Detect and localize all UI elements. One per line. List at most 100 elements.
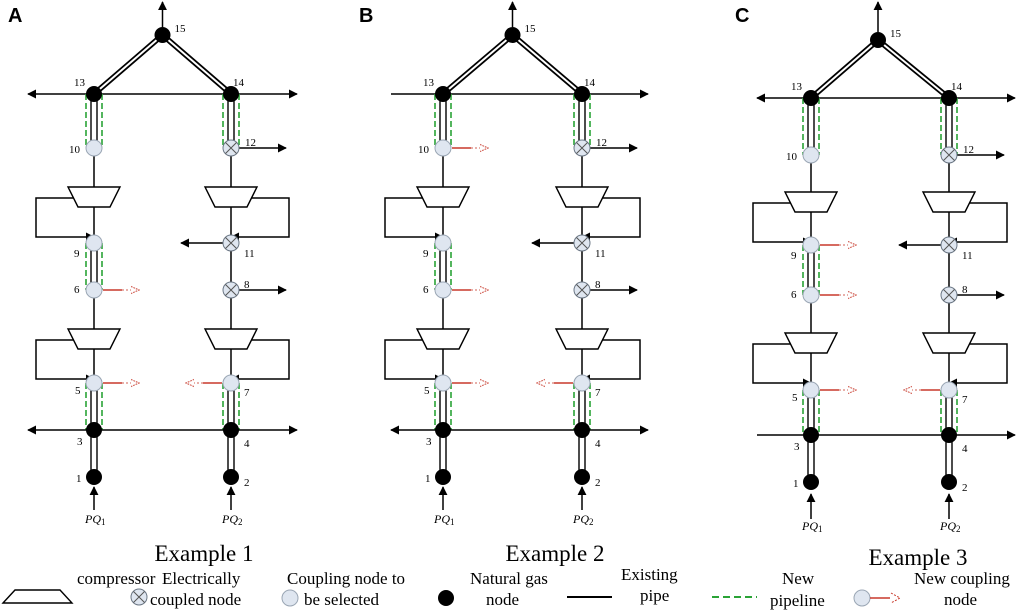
node-label-11: 11 xyxy=(244,248,255,260)
node-label-13: 13 xyxy=(74,77,86,89)
natural-gas-node-2 xyxy=(574,469,590,485)
legend-coupling-line1: Coupling node to xyxy=(287,569,405,588)
example-2-title: Example 2 xyxy=(506,541,605,566)
coupling-node-6 xyxy=(85,281,103,299)
node-label-14: 14 xyxy=(584,77,596,89)
coupling-node-10 xyxy=(802,146,820,164)
pq-subscript-2: 2 xyxy=(956,524,961,534)
node-label-6: 6 xyxy=(74,284,80,296)
legend-existing-line1: Existing xyxy=(621,565,678,584)
node-label-10: 10 xyxy=(69,144,81,156)
node-label-14: 14 xyxy=(233,77,245,89)
compressor-3 xyxy=(415,328,471,350)
compressor-3-bypass xyxy=(35,339,95,384)
node-label-7: 7 xyxy=(962,394,968,406)
pipe-13-15-inner xyxy=(93,34,164,95)
node-label-13: 13 xyxy=(423,77,435,89)
legend: compressor Electrically coupled node Cou… xyxy=(1,565,1010,610)
natural-gas-node-3 xyxy=(435,422,451,438)
natural-gas-node-4 xyxy=(941,427,957,443)
natural-gas-node-14 xyxy=(223,86,239,102)
natural-gas-node-1 xyxy=(435,469,451,485)
natural-gas-node-15 xyxy=(154,27,171,43)
coupling-node-7 xyxy=(573,374,591,392)
node-label-8: 8 xyxy=(962,284,968,296)
compressor-2 xyxy=(921,191,977,213)
compressor-1 xyxy=(415,186,471,208)
compressor-3-bypass xyxy=(384,339,444,384)
node-label-12: 12 xyxy=(596,137,607,149)
node-label-3: 3 xyxy=(77,436,83,448)
node-label-15: 15 xyxy=(525,23,537,35)
natural-gas-node-14 xyxy=(574,86,590,102)
electrically-coupled-node-11-cross xyxy=(943,239,955,251)
compressor-4-bypass xyxy=(230,339,290,384)
coupling-node-9 xyxy=(802,236,820,254)
node-label-2: 2 xyxy=(595,477,601,489)
legend-new-coupling-line2: node xyxy=(944,590,977,609)
natural-gas-node-14 xyxy=(941,90,957,106)
node-label-14: 14 xyxy=(951,81,963,93)
legend-electrically-line1: Electrically xyxy=(162,569,241,588)
example-3-title: Example 3 xyxy=(869,545,968,570)
compressor-1 xyxy=(783,191,839,213)
node-label-7: 7 xyxy=(244,387,250,399)
electrically-coupled-node-11-cross xyxy=(225,237,237,249)
node-label-5: 5 xyxy=(75,385,81,397)
pq-label-1: PQ1 xyxy=(433,512,455,527)
node-label-12: 12 xyxy=(963,144,974,156)
compressor-2-bypass xyxy=(230,197,290,242)
node-label-8: 8 xyxy=(244,279,250,291)
natural-gas-node-1 xyxy=(86,469,102,485)
natural-gas-node-15 xyxy=(504,27,521,43)
compressor-2-bypass xyxy=(948,202,1008,247)
compressor-4 xyxy=(554,328,610,350)
legend-compressor: compressor xyxy=(77,569,156,588)
pipe-14-15-inner xyxy=(877,39,950,99)
compressor-4 xyxy=(203,328,259,350)
node-label-1: 1 xyxy=(425,473,431,485)
coupling-node-10 xyxy=(434,139,452,157)
node-label-3: 3 xyxy=(426,436,432,448)
pipe-14-15-inner xyxy=(511,34,583,95)
compressor-2 xyxy=(554,186,610,208)
compressor-2-bypass xyxy=(581,197,641,242)
node-label-9: 9 xyxy=(791,250,797,262)
natural-gas-node-4 xyxy=(574,422,590,438)
electrically-coupled-legend-icon xyxy=(130,588,148,606)
natural-gas-node-2 xyxy=(941,474,957,490)
node-label-8: 8 xyxy=(595,279,601,291)
coupling-node-legend-icon xyxy=(281,589,299,607)
natural-gas-node-13 xyxy=(86,86,102,102)
natural-gas-node-13 xyxy=(803,90,819,106)
legend-natural-gas-line2: node xyxy=(486,590,519,609)
pipe-14-15-inner xyxy=(161,34,232,95)
legend-new-pipeline-line2: pipeline xyxy=(770,591,825,610)
natural-gas-node-15 xyxy=(870,32,886,48)
pq-subscript-1: 1 xyxy=(818,524,823,534)
natural-gas-node-4 xyxy=(223,422,239,438)
node-label-15: 15 xyxy=(175,23,187,35)
example-1-title: Example 1 xyxy=(155,541,254,566)
node-label-10: 10 xyxy=(418,144,430,156)
pq-subscript-2: 2 xyxy=(589,517,594,527)
node-label-1: 1 xyxy=(793,478,799,490)
pq-subscript-2: 2 xyxy=(238,517,243,527)
natural-gas-node-3 xyxy=(803,427,819,443)
natural-gas-node-1 xyxy=(803,474,819,490)
node-label-4: 4 xyxy=(595,438,601,450)
coupling-node-5 xyxy=(85,374,103,392)
panel-letter: C xyxy=(735,5,749,27)
coupling-node-7 xyxy=(940,381,958,399)
pq-label-2: PQ2 xyxy=(221,512,243,527)
compressor-1 xyxy=(66,186,122,208)
pipe-13-15-inner xyxy=(810,39,879,99)
legend-new-pipeline-line1: New xyxy=(782,569,815,588)
compressor-1-bypass xyxy=(35,197,95,242)
compressor-3-bypass xyxy=(752,343,812,388)
natural-gas-node-legend-icon xyxy=(438,590,454,606)
legend-electrically-line2: coupled node xyxy=(150,590,241,609)
